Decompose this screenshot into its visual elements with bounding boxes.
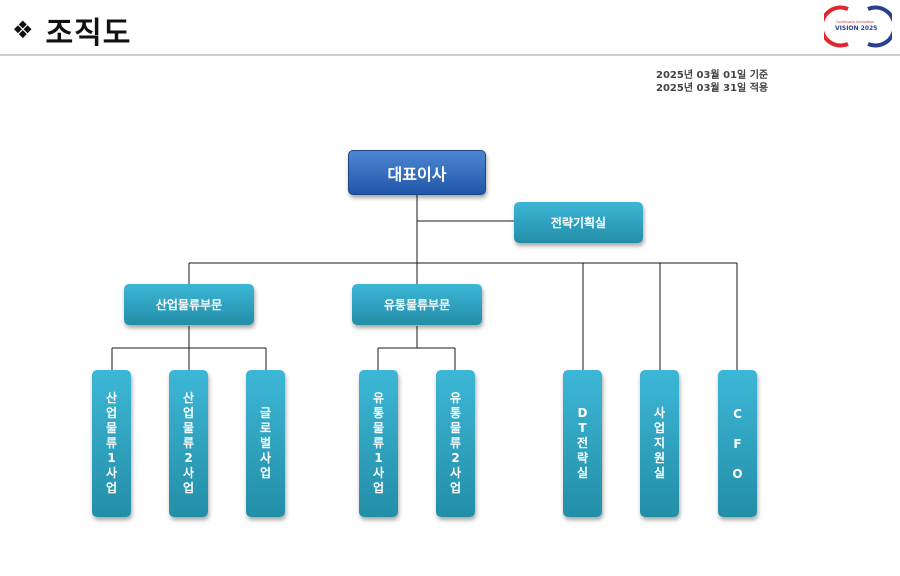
unit-char: 1 — [107, 451, 116, 465]
unit-char: 산 — [105, 391, 118, 405]
unit-char: 사 — [372, 466, 385, 480]
unit-char: 실 — [653, 466, 666, 480]
unit-char: 업 — [259, 466, 272, 480]
node-strategy: 전략기획실 — [514, 202, 643, 243]
logo-text: VISION 2025 — [835, 25, 877, 32]
unit-char: 업 — [449, 481, 462, 495]
page-title: 조직도 — [45, 16, 132, 51]
unit-char: D — [577, 406, 588, 420]
unit-char: 통 — [449, 406, 462, 420]
diamond-bullet-icon: ❖ — [12, 16, 34, 44]
node-div-industrial: 산업물류부문 — [124, 284, 254, 325]
unit-char: 물 — [372, 421, 385, 435]
unit-char: 통 — [372, 406, 385, 420]
logo-small-text: Continuous Innovation — [836, 20, 874, 24]
unit-char: 2 — [184, 451, 193, 465]
unit-char: 원 — [653, 451, 666, 465]
unit-char: 류 — [449, 436, 462, 450]
unit-char: 류 — [105, 436, 118, 450]
unit-char: C — [733, 406, 742, 421]
unit-char: 업 — [105, 406, 118, 420]
unit-char: 사 — [653, 406, 666, 420]
unit-char: 업 — [653, 421, 666, 435]
unit-char: 류 — [372, 436, 385, 450]
unit-char: 업 — [182, 406, 195, 420]
unit-char: 사 — [105, 466, 118, 480]
unit-char: 전 — [576, 436, 589, 450]
unit-char: 글 — [259, 406, 272, 420]
node-div-distribution: 유통물류부문 — [352, 284, 482, 325]
header-divider — [0, 54, 900, 56]
unit-char: 실 — [576, 466, 589, 480]
unit-char: 사 — [259, 451, 272, 465]
unit-char: 벌 — [259, 436, 272, 450]
date-basis: 2025년 03월 01일 기준 — [656, 70, 769, 81]
unit-char: 략 — [576, 451, 589, 465]
page-header: ❖ 조직도 — [12, 10, 132, 51]
unit-char: T — [578, 421, 587, 435]
unit-char: 업 — [372, 481, 385, 495]
unit-char: 유 — [372, 391, 385, 405]
unit-char: 유 — [449, 391, 462, 405]
node-ceo: 대표이사 — [348, 150, 486, 195]
unit-char: F — [733, 436, 742, 451]
unit-char: 1 — [374, 451, 383, 465]
unit-char: 지 — [653, 436, 666, 450]
unit-char: 업 — [182, 481, 195, 495]
unit-char: 산 — [182, 391, 195, 405]
unit-char: 업 — [105, 481, 118, 495]
unit-char: 사 — [449, 466, 462, 480]
unit-char: 물 — [105, 421, 118, 435]
unit-char: 사 — [182, 466, 195, 480]
unit-char: 류 — [182, 436, 195, 450]
unit-char: O — [732, 466, 743, 481]
unit-char: 2 — [451, 451, 460, 465]
unit-char: 로 — [259, 421, 272, 435]
date-effective: 2025년 03월 31일 적용 — [656, 83, 769, 94]
unit-char: 물 — [449, 421, 462, 435]
unit-char: 물 — [182, 421, 195, 435]
date-info: 2025년 03월 01일 기준 2025년 03월 31일 적용 — [656, 69, 768, 95]
